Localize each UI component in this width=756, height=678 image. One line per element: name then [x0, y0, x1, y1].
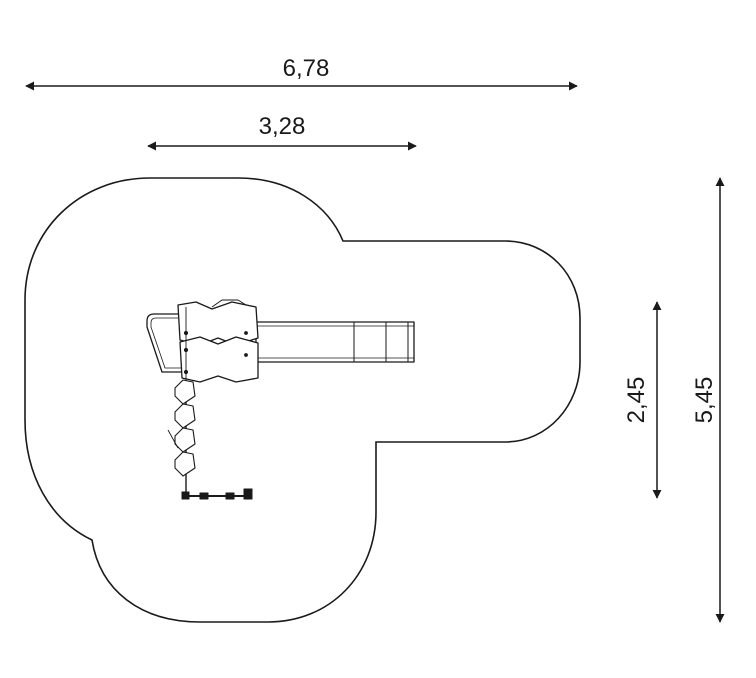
dimension-label-equipment-width: 3,28: [259, 113, 306, 140]
dimension-label-overall-depth: 5,45: [691, 377, 718, 424]
ground-rail-foot-2: [199, 492, 209, 500]
tower-handrail-inner: [150, 317, 184, 369]
ground-rail-foot-3: [225, 492, 235, 500]
slide: [255, 321, 415, 363]
dimension-label-overall-width: 6,78: [283, 55, 330, 82]
climbing-brace: [167, 429, 179, 449]
tower-roof-panel-bottom: [179, 336, 259, 383]
climbing-step-4: [174, 451, 196, 477]
tower-roof-ridge: [211, 299, 247, 308]
slide-chute: [255, 321, 415, 363]
climbing-step-3: [174, 427, 196, 453]
dimension-overall-width: 6,78: [25, 55, 578, 91]
climbing-step-1: [174, 379, 196, 405]
dimension-equipment-depth: 2,45: [623, 301, 662, 499]
dimension-equipment-width: 3,28: [147, 113, 417, 151]
climbing-steps: [167, 379, 196, 494]
play-equipment: [146, 299, 415, 500]
ground-rail: [181, 488, 253, 500]
tower-bolt-2: [183, 347, 189, 353]
tower-roof-panel-top: [177, 301, 259, 346]
tower-bolt-4: [244, 331, 248, 335]
ground-rail-foot-1: [181, 491, 190, 500]
climbing-step-2: [174, 403, 196, 429]
safety-area-outline: [24, 177, 581, 623]
tower-bolt-3: [183, 369, 189, 375]
tower: [177, 299, 259, 383]
dimension-overall-depth: 5,45: [691, 177, 725, 623]
dimension-label-equipment-depth: 2,45: [623, 377, 650, 424]
tower-handrail: [146, 313, 184, 373]
ground-rail-foot-4: [243, 488, 253, 500]
tower-bolt-5: [244, 353, 248, 357]
tower-bolt-1: [183, 330, 189, 336]
